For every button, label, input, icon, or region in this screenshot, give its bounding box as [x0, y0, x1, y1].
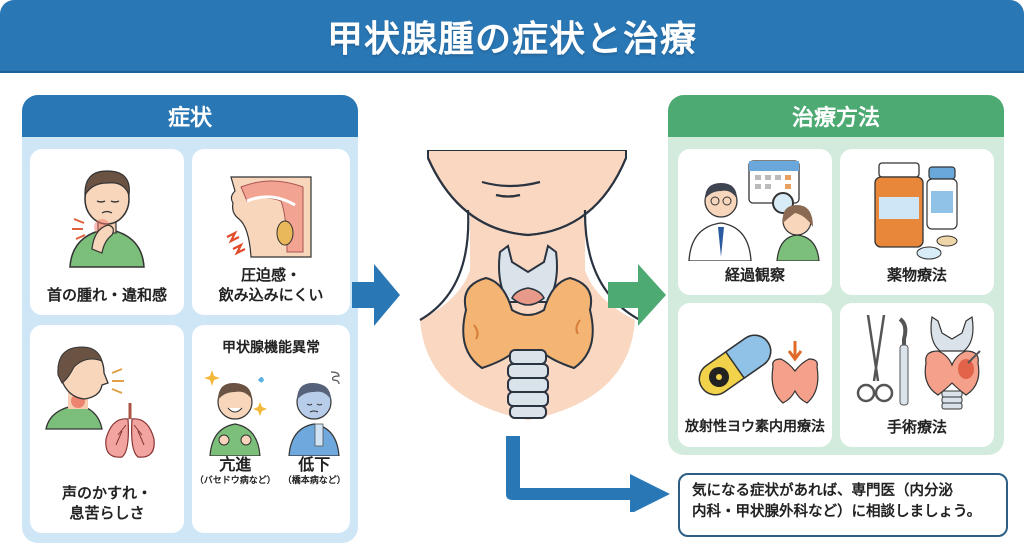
hyperthyroid-item: 亢進 （バセドウ病など） [194, 366, 276, 487]
treatment-card-medication: 薬物療法 [840, 149, 994, 295]
symptom-card-thyroid-dysfunction: 甲状腺機能異常 亢進 （バセドウ病など） [192, 325, 350, 533]
treatment-card-surgery: 手術療法 [840, 303, 994, 447]
arrow-right-green-icon [608, 264, 666, 326]
title-bar: 甲状腺腫の症状と治療 [0, 0, 1024, 73]
treatment-label: 経過観察 [724, 265, 785, 284]
treatment-label: 薬物療法 [886, 265, 947, 284]
throat-cross-section-icon [192, 157, 350, 267]
neck-pain-person-icon [30, 157, 184, 269]
hypothyroid-note: （橋本病など） [282, 476, 346, 487]
hoarse-voice-lungs-icon [30, 339, 184, 469]
symptom-card-hoarseness: 声のかすれ・ 息苦らしさ [30, 325, 184, 533]
hyperthyroid-note: （バセドウ病など） [194, 476, 276, 487]
treatment-card-observation: 経過観察 [678, 149, 832, 295]
treatments-heading: 治療方法 [668, 95, 1004, 137]
symptom-label: 圧迫感・ 飲み込みにくい [218, 265, 324, 304]
hypothyroid-person-icon [288, 371, 340, 456]
symptom-label: 声のかすれ・ 息苦らしさ [61, 483, 152, 522]
page-title: 甲状腺腫の症状と治療 [326, 18, 697, 60]
symptoms-heading: 症状 [22, 95, 358, 137]
arrow-right-blue-icon [352, 264, 400, 326]
hyperthyroid-label: 亢進 [219, 454, 252, 474]
treatment-label: 放射性ヨウ素内用療法 [685, 419, 825, 436]
hypothyroid-label: 低下 [298, 454, 331, 474]
surgical-tools-icon [840, 311, 994, 411]
dysfunction-title: 甲状腺機能異常 [222, 340, 320, 356]
hyperthyroid-person-icon [204, 369, 268, 456]
doctor-observation-icon [678, 157, 832, 261]
symptoms-panel: 症状 首の腫れ・違和感 [22, 95, 358, 543]
note-line-2: 内科・甲状腺外科など）に相談しましょう。 [692, 504, 982, 521]
consult-note: 気になる症状があれば、専門医（内分泌 内科・甲状腺外科など）に相談しましょう。 [678, 473, 1008, 537]
radioactive-capsule-icon [678, 311, 832, 411]
arrow-bent-to-note-icon [506, 436, 670, 512]
medicine-bottles-icon [840, 157, 994, 261]
hypothyroid-item: 低下 （橋本病など） [281, 366, 347, 487]
treatments-panel: 治療方法 経過観察 [668, 95, 1004, 455]
treatment-card-radioiodine: 放射性ヨウ素内用療法 [678, 303, 832, 447]
symptom-card-neck-swelling: 首の腫れ・違和感 [30, 149, 184, 315]
note-line-1: 気になる症状があれば、専門医（内分泌 [692, 483, 953, 499]
treatment-label: 手術療法 [886, 417, 947, 436]
thyroid-neck-illustration [419, 150, 641, 420]
symptom-card-compression: 圧迫感・ 飲み込みにくい [192, 149, 350, 315]
symptom-label: 首の腫れ・違和感 [46, 285, 167, 304]
